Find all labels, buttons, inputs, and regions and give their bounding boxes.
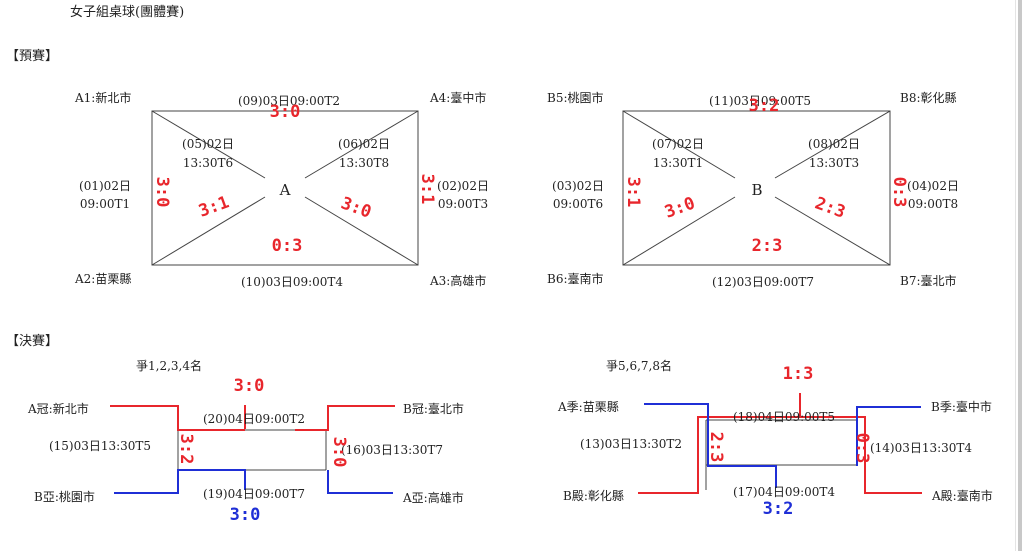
match-20: (20)04日09:00T2 xyxy=(202,412,306,426)
team-a-last: A殿:臺南市 xyxy=(932,489,993,503)
match-19: (19)04日09:00T7 xyxy=(202,487,306,501)
team-a1: A1:新北市 xyxy=(75,91,132,105)
match-06-time: 13:30T8 xyxy=(338,156,390,170)
score-13: 2:3 xyxy=(706,431,726,463)
group-b-letter: B xyxy=(751,181,763,199)
page-edge xyxy=(1015,0,1016,551)
final-section-label: 【決賽】 xyxy=(6,334,59,349)
match-17: (17)04日09:00T4 xyxy=(732,485,836,499)
match-14: (14)03日13:30T4 xyxy=(869,441,973,455)
match-01-time: 09:00T1 xyxy=(79,197,131,211)
match-03-date: (03)02日 xyxy=(552,179,604,193)
bracket-1-loser-lines xyxy=(114,469,393,494)
match-10: (10)03日09:00T4 xyxy=(240,275,344,289)
team-a-champion: A冠:新北市 xyxy=(28,402,89,416)
bracket-2-red-lines xyxy=(638,393,922,494)
match-02-date: (02)02日 xyxy=(437,179,489,193)
prelim-section-label: 【預賽】 xyxy=(6,49,59,64)
bracket-1-lines xyxy=(177,429,327,471)
team-a-runnerup: A亞:高雄市 xyxy=(403,491,464,505)
team-a-third: A季:苗栗縣 xyxy=(558,400,619,414)
bracket-2-title: 爭5,6,7,8名 xyxy=(606,359,672,373)
match-08-time: 13:30T3 xyxy=(808,156,860,170)
score-01: 3:0 xyxy=(152,176,172,208)
team-b-runnerup: B亞:桃園市 xyxy=(34,490,95,504)
team-b-champion: B冠:臺北市 xyxy=(403,402,464,416)
team-b6: B6:臺南市 xyxy=(547,272,604,286)
team-b7: B7:臺北市 xyxy=(900,274,957,288)
match-13: (13)03日13:30T2 xyxy=(579,437,683,451)
team-a4: A4:臺中市 xyxy=(430,91,487,105)
match-05-date: (05)02日 xyxy=(182,137,234,151)
team-b-third: B季:臺中市 xyxy=(931,400,992,414)
match-02-time: 09:00T3 xyxy=(437,197,489,211)
score-18: 1:3 xyxy=(782,364,814,384)
group-a-letter: A xyxy=(279,181,291,199)
window-scrollbar[interactable] xyxy=(1018,0,1022,551)
match-15: (15)03日13:30T5 xyxy=(48,439,152,453)
score-17: 3:2 xyxy=(762,499,794,519)
match-12: (12)03日09:00T7 xyxy=(711,275,815,289)
score-19: 3:0 xyxy=(229,505,261,525)
team-b-last: B殿:彰化縣 xyxy=(563,489,624,503)
match-04-date: (04)02日 xyxy=(907,179,959,193)
score-15: 3:2 xyxy=(176,433,196,465)
score-12: 2:3 xyxy=(751,236,783,256)
team-b8: B8:彰化縣 xyxy=(900,91,957,105)
match-05-time: 13:30T6 xyxy=(182,156,234,170)
score-14: 0:3 xyxy=(852,432,872,464)
score-03: 3:1 xyxy=(623,176,643,208)
bracket-2-lines xyxy=(705,419,858,490)
score-09: 3:0 xyxy=(269,102,301,122)
team-a2: A2:苗栗縣 xyxy=(75,272,132,286)
page-title: 女子組桌球(團體賽) xyxy=(70,5,185,20)
match-09: (09)03日09:00T2 xyxy=(237,94,341,108)
team-b5: B5:桃園市 xyxy=(547,91,604,105)
match-07-date: (07)02日 xyxy=(652,137,704,151)
group-a-box xyxy=(151,110,419,266)
group-b-box xyxy=(622,110,891,266)
bracket-1-title: 爭1,2,3,4名 xyxy=(136,359,202,373)
bracket-1-winner-lines xyxy=(110,405,395,431)
match-16: (16)03日13:30T7 xyxy=(340,443,444,457)
match-11: (11)03日09:00T5 xyxy=(708,94,812,108)
score-10: 0:3 xyxy=(271,236,303,256)
score-02: 3:1 xyxy=(417,173,437,205)
score-11: 3:2 xyxy=(748,96,780,116)
match-06-date: (06)02日 xyxy=(338,137,390,151)
score-20: 3:0 xyxy=(233,376,265,396)
score-04: 0:3 xyxy=(889,176,909,208)
match-04-time: 09:00T8 xyxy=(907,197,959,211)
match-03-time: 09:00T6 xyxy=(552,197,604,211)
bracket-2-blue-lines xyxy=(644,403,921,488)
match-08-date: (08)02日 xyxy=(808,137,860,151)
match-07-time: 13:30T1 xyxy=(652,156,704,170)
score-16: 3:0 xyxy=(329,436,349,468)
match-01-date: (01)02日 xyxy=(79,179,131,193)
team-a3: A3:高雄市 xyxy=(430,274,487,288)
match-18: (18)04日09:00T5 xyxy=(732,410,836,424)
